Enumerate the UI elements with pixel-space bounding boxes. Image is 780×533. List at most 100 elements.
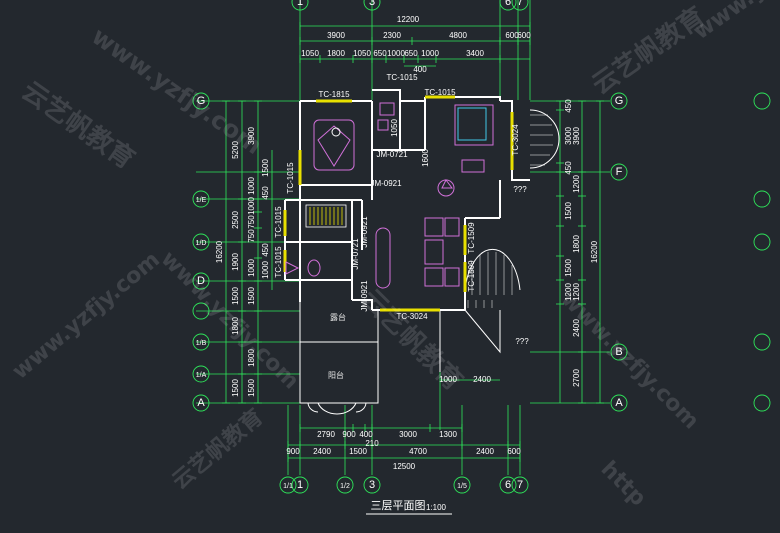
top-dim: 1800 — [327, 49, 345, 58]
top-dim: 650 — [404, 49, 418, 58]
axis-label: 3 — [369, 0, 375, 8]
left-dim: 1500 — [261, 159, 270, 177]
door-label: JM-0721 — [351, 238, 360, 270]
drawing-title: 三层平面图 1:100 — [366, 499, 452, 515]
axis-label: A — [197, 397, 205, 409]
bottom-dim: 3000 — [399, 430, 417, 439]
left-dim: 750 — [247, 215, 256, 229]
top-dim: 600 — [505, 31, 519, 40]
bottom-dim: 2400 — [313, 447, 331, 456]
misc-dim: 2400 — [473, 375, 491, 384]
bottom-dim: 600 — [507, 447, 521, 456]
right-dim: 1200 — [564, 283, 573, 301]
left-dim: 450 — [261, 186, 270, 200]
top-dims-row1: 3900 2300 4800 600 600 — [327, 31, 531, 40]
window-label: TC-1509 — [467, 260, 476, 292]
axis-labels-left: G F 1/E E 1/D D 1/B 1/A A — [196, 95, 207, 409]
right-dim: 2700 — [572, 369, 581, 387]
bottom-dim: 2400 — [476, 447, 494, 456]
opening-labels: TC-1815 TC-1015 TC-1015 TC-1015 TC-1015 … — [274, 73, 529, 346]
axis-label: A — [615, 397, 623, 409]
left-dim: 1000 — [247, 259, 256, 277]
axis-label: 1/1 — [283, 483, 293, 490]
top-total-dim: 12200 — [397, 15, 420, 24]
door-label: JM-0921 — [360, 216, 369, 248]
left-dim: 450 — [261, 243, 270, 257]
axis-label: G — [197, 95, 206, 107]
axis-label: 1/2 — [340, 483, 350, 490]
right-dim: 1200 — [572, 175, 581, 193]
axis-label: 7 — [517, 479, 523, 491]
misc-dim: 1000 — [439, 375, 457, 384]
window-label: TC-3024 — [396, 312, 428, 321]
axis-label: G — [615, 95, 624, 107]
bottom-dims-row2: 900 2400 1500 4700 2400 600 — [286, 447, 521, 456]
left-dim: 1000 — [247, 177, 256, 195]
window-label: TC-1015 — [424, 88, 456, 97]
left-dim: 1500 — [247, 379, 256, 397]
bottom-dim: 1300 — [439, 430, 457, 439]
door-label: JM-0921 — [370, 179, 402, 188]
window-label: TC-1015 — [386, 73, 418, 82]
axis-label: 1 — [297, 0, 303, 8]
top-sub-dim: 400 — [413, 65, 427, 74]
axis-labels-top: 1 3 6 7 — [297, 0, 523, 8]
window-label: TC-1015 — [286, 162, 295, 194]
watermark-text: www.yzfjy.com — [556, 287, 704, 435]
axis-labels-right: G F B A — [615, 95, 624, 409]
axis-label: 1/5 — [457, 483, 467, 490]
top-dim: 1000 — [387, 49, 405, 58]
watermark-text: 云艺帆教育 — [167, 404, 268, 495]
drawing-title-text: 三层平面图 — [371, 499, 426, 512]
top-dims-row2: 1050 1800 1050 650 1000 650 1000 3400 — [301, 49, 484, 58]
left-dim: 1800 — [247, 349, 256, 367]
bottom-dim: 900 — [286, 447, 300, 456]
windows — [283, 95, 514, 312]
top-dim: 1000 — [421, 49, 439, 58]
right-dim: 450 — [564, 99, 573, 113]
top-dim: 650 — [373, 49, 387, 58]
bottom-dim: 4700 — [409, 447, 427, 456]
left-dim: 5200 — [231, 141, 240, 159]
bottom-dim: 900 — [342, 430, 356, 439]
bay-arcs — [307, 109, 560, 415]
axis-label: 1 — [297, 479, 303, 491]
window-label: TC-1015 — [274, 246, 283, 278]
axis-label: F — [616, 166, 623, 178]
axis-label: D — [197, 275, 205, 287]
watermark-text: 云艺帆教育 — [355, 283, 469, 397]
watermark-text: www.yzfjy.com — [689, 0, 780, 45]
right-dim: 1800 — [572, 235, 581, 253]
bottom-dim: 400 — [359, 430, 373, 439]
top-dim: 2300 — [383, 31, 401, 40]
balcony-hatch — [467, 114, 553, 308]
door-label: JM-0921 — [360, 280, 369, 312]
misc-label: 1600 — [421, 149, 430, 167]
right-total-dim: 16200 — [590, 240, 599, 263]
window-label: TC-3024 — [511, 124, 520, 156]
top-dim: 3900 — [327, 31, 345, 40]
axis-label: 1/E — [196, 197, 207, 204]
right-dim: 2400 — [572, 319, 581, 337]
stairs — [305, 204, 347, 228]
bottom-dim: 1500 — [349, 447, 367, 456]
axis-label: 3 — [369, 479, 375, 491]
bottom-total-dim: 12500 — [393, 462, 416, 471]
right-dim: 3900 — [572, 127, 581, 145]
window-label: TC-1015 — [274, 206, 283, 238]
right-dim: 1200 — [572, 283, 581, 301]
window-label: TC-1815 — [318, 90, 350, 99]
left-dim: 1500 — [231, 379, 240, 397]
furniture — [285, 102, 494, 289]
left-dim: 1000 — [261, 261, 270, 279]
bottom-dims-row1: 2790 900 400 3000 1300 — [317, 430, 457, 439]
left-dims: 16200 5200 2500 1900 1500 1800 1500 3900… — [215, 127, 270, 397]
axis-label: 1/D — [196, 240, 207, 247]
right-dim: 1500 — [564, 202, 573, 220]
axis-label: 1/B — [196, 340, 207, 347]
room-label-balcony: 阳台 — [328, 370, 344, 380]
left-dim: 1800 — [231, 317, 240, 335]
door-label: JM-0721 — [376, 150, 408, 159]
window-label: TC-1509 — [467, 222, 476, 254]
